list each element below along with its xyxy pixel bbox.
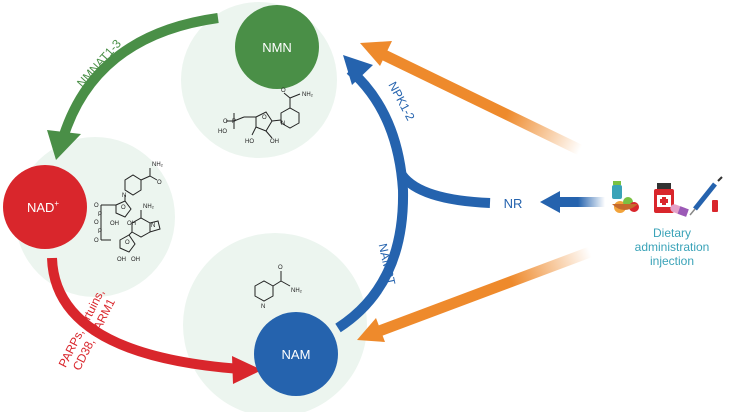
nmn-label: NMN xyxy=(262,40,292,55)
nad-chem-o3: O xyxy=(94,220,99,226)
nam-node: NAM xyxy=(254,312,338,396)
nmn-chem-n: N xyxy=(281,121,285,127)
nmn-chem-ho2: HO xyxy=(218,129,227,135)
nmn-chem-o2: O xyxy=(262,115,267,121)
nmn-chem-p: P xyxy=(232,119,236,125)
nad-chem-o-ribose2: O xyxy=(125,240,130,246)
nad-chem-p2: P xyxy=(98,229,102,235)
nam-chem-o: O xyxy=(278,265,283,271)
nad-structure xyxy=(100,168,161,253)
nad-chem-p1: P xyxy=(98,212,102,218)
nad-node: NAD+ xyxy=(3,165,87,249)
nad-chem-o-ribose1: O xyxy=(121,205,126,211)
nmn-chem-nh2: NH₂ xyxy=(302,92,314,98)
nad-chem-n2: N xyxy=(151,223,155,229)
nad-chem-oh4: OH xyxy=(117,257,126,263)
source-line2: administration xyxy=(635,240,710,254)
nad-chem-oh3: OH xyxy=(131,257,140,263)
pills-icon xyxy=(670,204,689,217)
blue-arrow-npk xyxy=(343,55,491,208)
nam-label: NAM xyxy=(282,347,311,362)
nad-label: NAD+ xyxy=(27,199,59,215)
nad-chem-o2: O xyxy=(94,203,99,209)
syringe-icon xyxy=(689,176,723,216)
food-icon xyxy=(612,181,639,213)
nam-structure xyxy=(254,271,291,302)
nmn-chem-ho1: HO xyxy=(245,139,254,145)
nad-chem-n1: N xyxy=(122,193,126,199)
blue-arrow-nampt xyxy=(335,66,409,333)
nmn-chem-oh1: OH xyxy=(270,139,279,145)
source-line1: Dietary xyxy=(653,226,691,240)
orange-arrow-to-nam xyxy=(357,246,592,342)
nmn-structure xyxy=(226,92,301,139)
nmn-node: NMN xyxy=(235,5,319,89)
source-line3: injection xyxy=(650,254,694,268)
nmn-chem-o3: O xyxy=(223,119,228,125)
orange-arrow-to-nmn xyxy=(360,41,583,155)
green-arrow-nmnat xyxy=(47,13,219,160)
red-arrow-consumers xyxy=(47,257,262,384)
nad-superscript: + xyxy=(54,199,59,208)
nad-chem-o4: O xyxy=(94,238,99,244)
nr-label: NR xyxy=(504,196,523,211)
nmn-chem-o1: O xyxy=(281,88,286,94)
nam-chem-nh2: NH₂ xyxy=(291,288,303,294)
nad-chem-oh2: OH xyxy=(110,221,119,227)
medicine-bottle-icon xyxy=(654,183,674,213)
nad-chem-oh1: OH xyxy=(127,221,136,227)
nam-chem-n: N xyxy=(261,304,265,310)
nad-chem-o1: O xyxy=(157,180,162,186)
nad-chem-nh2-top: NH₂ xyxy=(152,162,164,168)
blue-arrow-source-to-nr xyxy=(540,191,605,213)
nad-chem-nh2-bottom: NH₂ xyxy=(143,204,155,210)
